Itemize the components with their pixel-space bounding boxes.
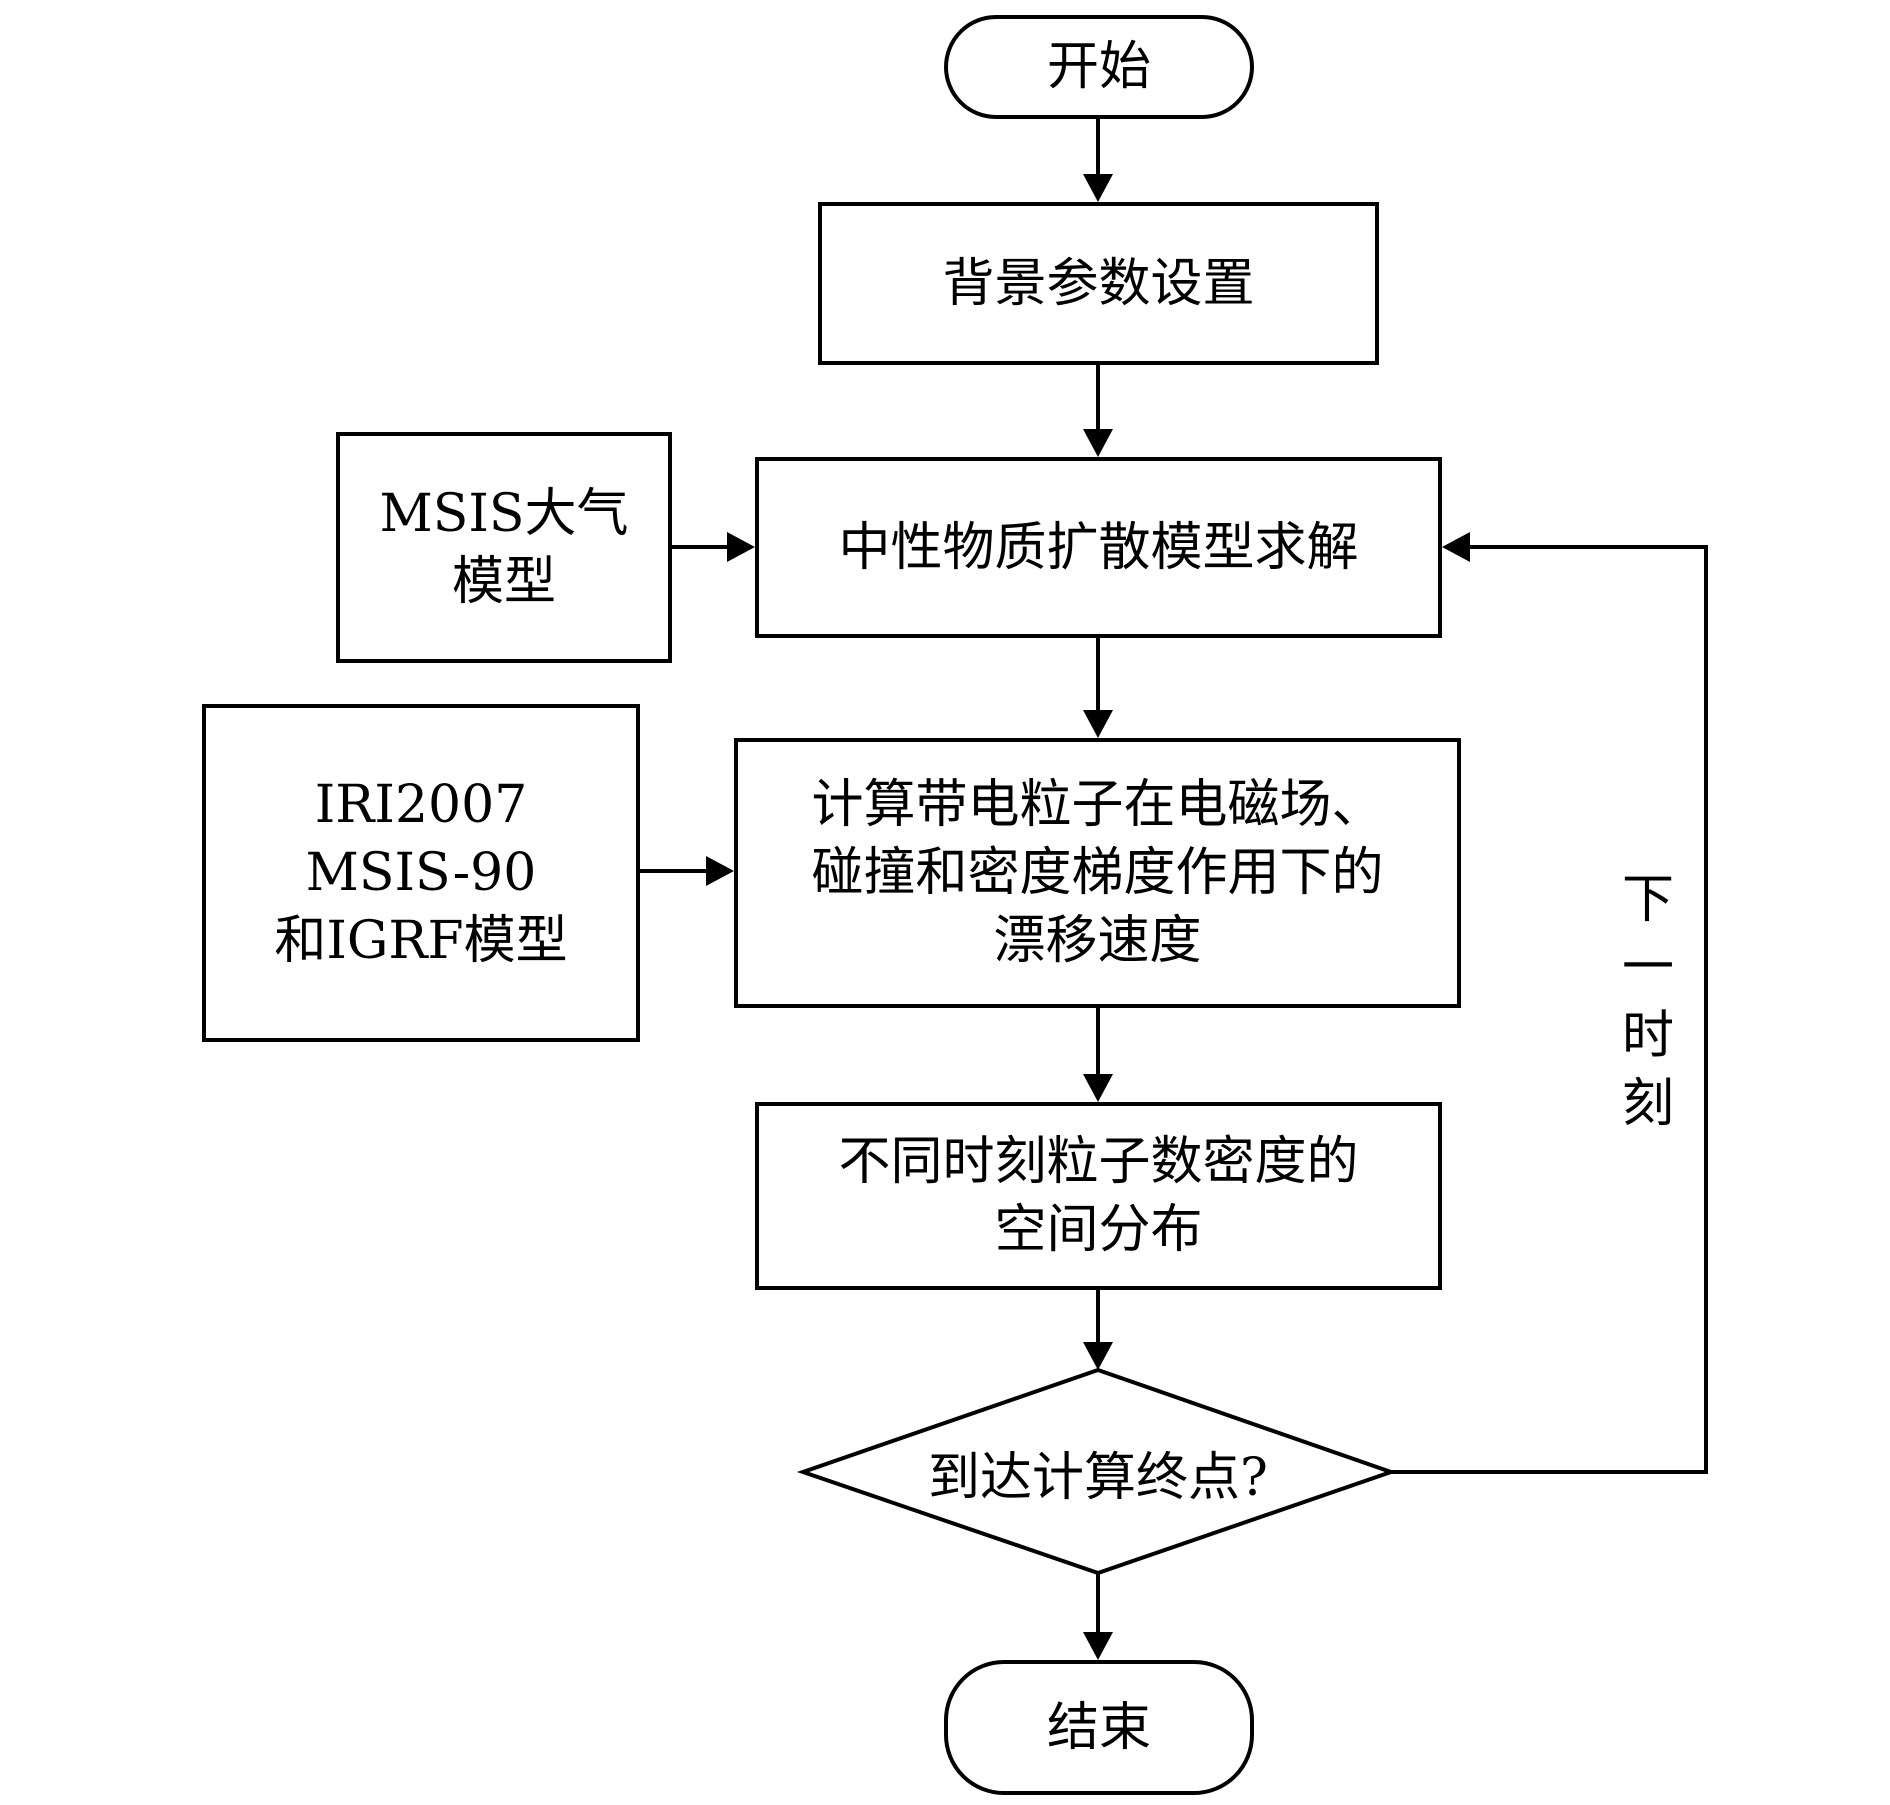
msis-model-box: MSIS大气 模型 [336,432,672,663]
density-distribution-box: 不同时刻粒子数密度的 空间分布 [755,1102,1442,1290]
drift-velocity-label: 计算带电粒子在电磁场、 碰撞和密度梯度作用下的 漂移速度 [811,775,1384,971]
start-node: 开始 [944,15,1254,119]
start-label: 开始 [1046,37,1151,97]
arrowhead-params [1083,174,1113,202]
neutral-diffusion-label: 中性物质扩散模型求解 [838,517,1359,578]
arrowhead-distribution [1083,1074,1113,1102]
arrowhead-loop [1442,532,1470,562]
end-label: 结束 [1046,1697,1151,1758]
end-node: 结束 [944,1660,1254,1795]
loop-label: 下 一 时 刻 [1621,870,1674,1134]
arrowhead-end [1083,1632,1113,1660]
arrowhead-models [706,856,734,886]
decision-diamond [796,1367,1398,1576]
arrowhead-diffusion-top [1083,429,1113,457]
decision-label: 到达计算终点? [928,1447,1268,1508]
drift-velocity-box: 计算带电粒子在电磁场、 碰撞和密度梯度作用下的 漂移速度 [734,738,1461,1008]
loop-back-connector [1391,545,1708,1474]
arrowhead-msis [727,532,755,562]
background-params-box: 背景参数设置 [818,202,1379,365]
neutral-diffusion-box: 中性物质扩散模型求解 [755,457,1442,638]
background-params-label: 背景参数设置 [942,253,1255,314]
input-models-label: IRI2007 MSIS-90 和IGRF模型 [274,775,568,971]
input-models-box: IRI2007 MSIS-90 和IGRF模型 [202,704,640,1042]
arrowhead-drift-top [1083,710,1113,738]
density-distribution-label: 不同时刻粒子数密度的 空间分布 [838,1132,1359,1260]
msis-model-label: MSIS大气 模型 [379,483,629,612]
arrowhead-decision [1083,1342,1113,1370]
